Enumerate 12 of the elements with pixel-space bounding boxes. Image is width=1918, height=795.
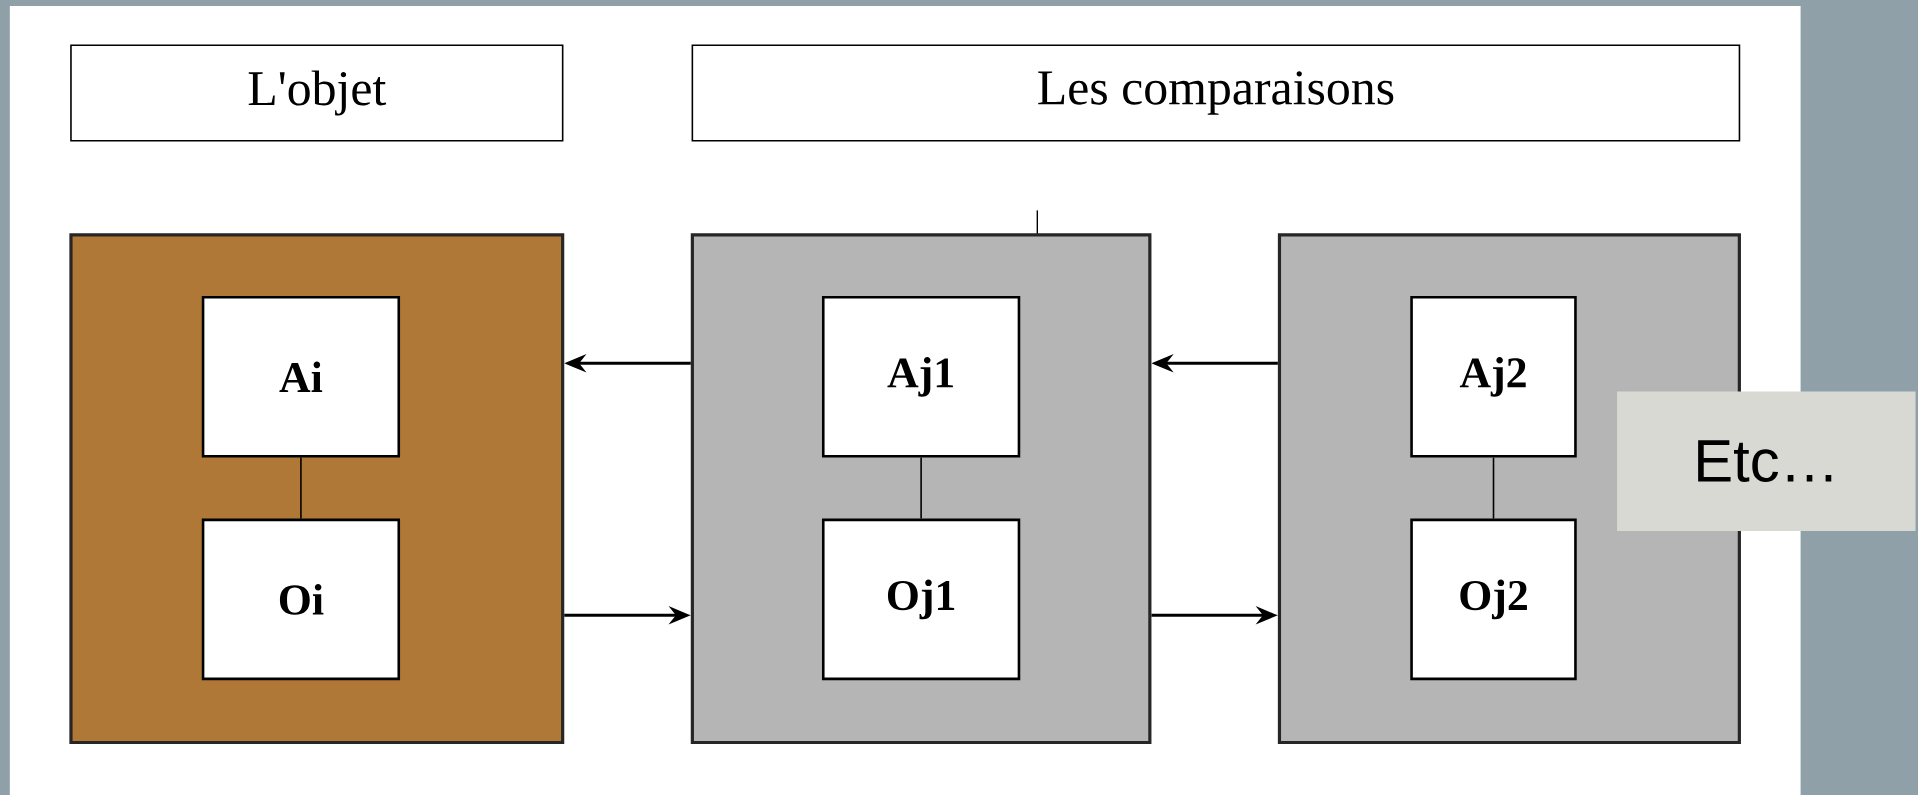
header-box: Les comparaisons — [691, 44, 1741, 142]
connector-line — [1492, 456, 1495, 520]
label-box: Ai — [201, 296, 401, 458]
label-box: Oj1 — [821, 518, 1021, 681]
etc-box: Etc… — [1617, 391, 1916, 531]
header-box: L'objet — [70, 44, 564, 142]
connector-line — [300, 456, 302, 520]
label-box: Aj2 — [1410, 296, 1577, 458]
label-box: Oi — [201, 518, 401, 681]
connector-line — [920, 456, 922, 520]
label-box: Oj2 — [1410, 518, 1577, 681]
label-box: Aj1 — [821, 296, 1021, 458]
